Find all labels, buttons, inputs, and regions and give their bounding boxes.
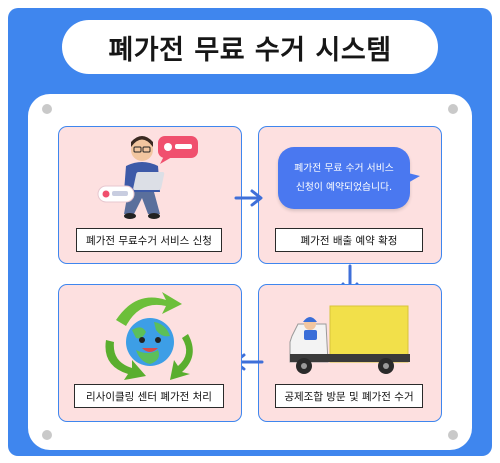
pin-bottom-right <box>448 430 458 440</box>
step-label-confirm: 폐가전 배출 예약 확정 <box>275 228 423 252</box>
step-label-recycle: 리사이클링 센터 폐가전 처리 <box>74 384 224 408</box>
bubble-tail <box>404 172 420 184</box>
person-head-icon <box>131 139 153 161</box>
pin-top-right <box>448 104 458 114</box>
recycle-arrow-right <box>170 334 193 380</box>
person-laptop-illustration <box>97 136 198 219</box>
arrow-right-icon <box>234 189 263 207</box>
bubble-line-1: 폐가전 무료 수거 서비스 <box>294 163 394 174</box>
step-label-apply: 폐가전 무료수거 서비스 신청 <box>76 228 222 252</box>
pin-bottom-left <box>42 430 52 440</box>
page-title: 폐가전 무료 수거 시스템 <box>62 20 438 74</box>
recycle-arrow-left <box>105 340 146 380</box>
pin-top-left <box>42 104 52 114</box>
truck-cargo-box <box>330 306 408 362</box>
reservation-message-bubble: 폐가전 무료 수거 서비스 신청이 예약되었습니다. <box>278 147 410 209</box>
truck-illustration <box>289 305 410 374</box>
step-label-pickup: 공제조합 방문 및 폐가전 수거 <box>275 384 423 408</box>
bubble-line-2: 신청이 예약되었습니다. <box>295 182 393 193</box>
recycling-earth-illustration <box>105 292 193 380</box>
recycle-arrow-top <box>116 292 182 326</box>
